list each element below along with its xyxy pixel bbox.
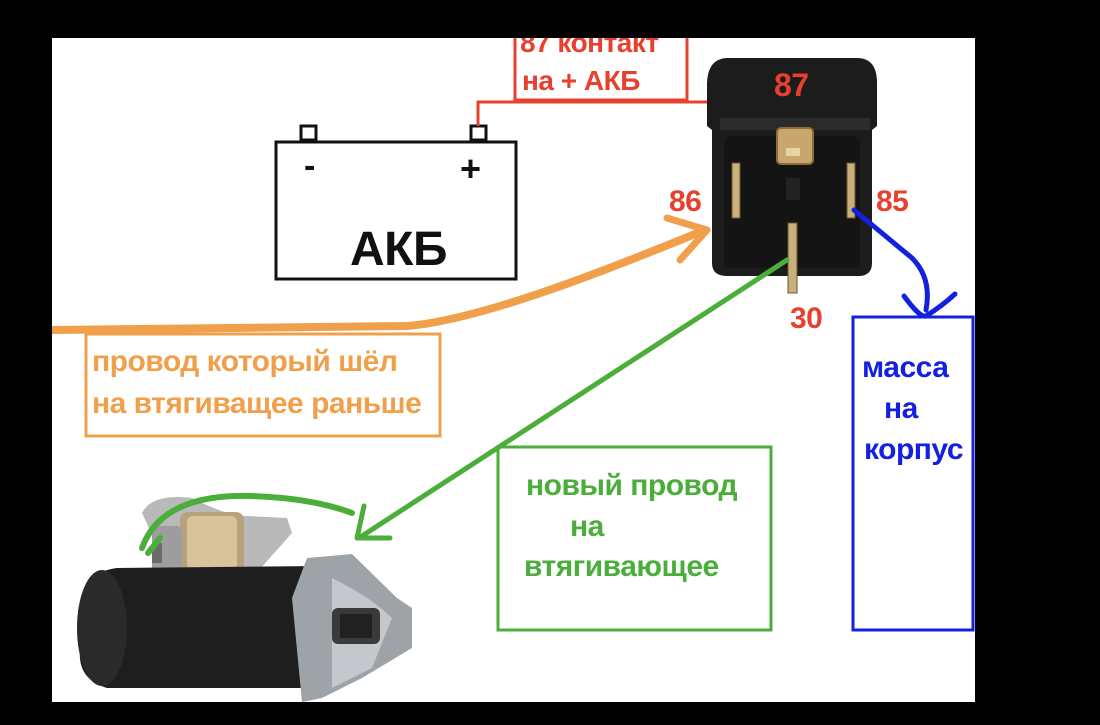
ground-label-line3: корпус	[864, 433, 964, 466]
battery	[274, 124, 518, 281]
starter-motor	[77, 497, 412, 702]
new-wire-label-line3: втягивающее	[524, 550, 719, 583]
orange-arrowhead	[663, 214, 711, 264]
contact-87-callout-box	[513, 38, 689, 102]
new-wire-label-line2: на	[570, 510, 604, 543]
contact-87-label-line2: на + АКБ	[522, 65, 640, 96]
green-wire	[359, 257, 790, 539]
battery-positive-terminal	[469, 124, 488, 142]
wiring-diagram	[52, 38, 975, 702]
contact-87-label-line1: 87 контакт	[520, 38, 659, 58]
diagram-canvas: 87 контакт на + АКБ - + АКБ 87 86 85 30 …	[52, 38, 975, 702]
blue-wire	[851, 207, 930, 313]
orange-wire	[52, 228, 704, 334]
ground-label-line1: масса	[862, 351, 949, 384]
relay	[707, 58, 877, 294]
ground-callout-box	[851, 315, 975, 632]
old-wire-label-line1: провод который шёл	[92, 345, 398, 378]
pin-87-label: 87	[774, 67, 809, 103]
starter-green-loop	[139, 492, 355, 551]
new-wire-label-line1: новый провод	[526, 469, 738, 502]
pin-86-label: 86	[669, 185, 702, 218]
ground-label-line2: на	[884, 392, 918, 425]
pin-85-label: 85	[876, 185, 909, 218]
new-wire-callout-box	[496, 445, 773, 632]
old-wire-label-line2: на втягиващее раньше	[92, 387, 422, 420]
old-wire-callout-box	[84, 332, 442, 438]
pin-87-terminal	[776, 127, 814, 165]
green-arrowhead	[354, 503, 393, 541]
battery-minus-label: -	[304, 147, 315, 185]
battery-name-label: АКБ	[350, 223, 447, 276]
battery-negative-terminal	[299, 124, 318, 142]
battery-plus-label: +	[460, 148, 481, 189]
pin-86-terminal	[731, 162, 741, 219]
pin-30-terminal	[787, 222, 798, 294]
pin-30-label: 30	[790, 302, 823, 335]
pin-85-terminal	[846, 162, 856, 219]
